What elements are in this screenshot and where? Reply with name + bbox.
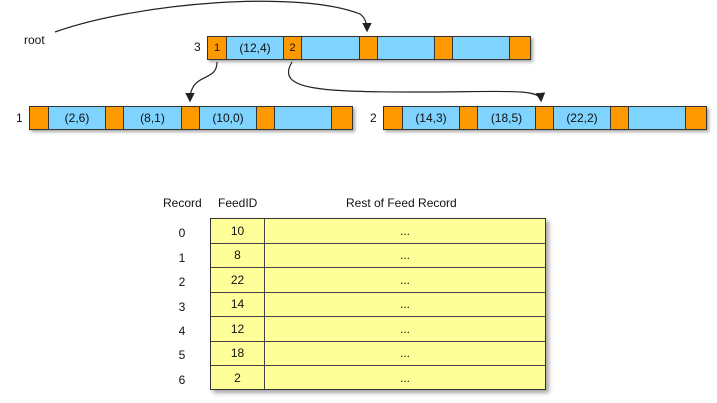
root-key-3 xyxy=(378,37,435,59)
right-node: (14,3) (18,5) (22,2) xyxy=(383,106,707,130)
table-row: 22 ... xyxy=(211,268,545,293)
root-key-2 xyxy=(302,37,360,59)
right-pointer-3 xyxy=(536,107,554,129)
right-key-2: (18,5) xyxy=(478,107,536,129)
root-pointer-1: 1 xyxy=(208,37,227,59)
feed-id-cell: 14 xyxy=(211,292,265,316)
left-key-1: (2,6) xyxy=(49,107,106,129)
root-label: root xyxy=(24,33,45,47)
table-row: 10 ... xyxy=(211,219,545,244)
right-pointer-5 xyxy=(686,107,706,129)
left-child-arrow xyxy=(185,61,218,103)
table-row: 8 ... xyxy=(211,243,545,268)
table-row: 2 ... xyxy=(211,366,545,389)
right-key-3: (22,2) xyxy=(554,107,611,129)
record-number: 1 xyxy=(178,251,186,265)
header-feed-id: FeedID xyxy=(218,196,258,210)
root-pointer-2: 2 xyxy=(284,37,302,59)
feed-id-cell: 10 xyxy=(211,219,265,243)
root-pointer-1-label: 1 xyxy=(213,42,221,54)
root-pointer-3 xyxy=(360,37,378,59)
left-pointer-3 xyxy=(182,107,200,129)
rest-cell: ... xyxy=(399,346,410,361)
root-pointer-2-label: 2 xyxy=(289,42,296,54)
right-pointer-2 xyxy=(460,107,478,129)
root-pointer-4 xyxy=(435,37,453,59)
root-pointer-arrow xyxy=(54,0,372,33)
left-pointer-1 xyxy=(30,107,49,129)
root-node-id: 3 xyxy=(194,40,201,54)
left-pointer-5 xyxy=(332,107,352,129)
table-row: 18 ... xyxy=(211,341,545,366)
record-number: 2 xyxy=(178,275,186,289)
root-pointer-5 xyxy=(510,37,530,59)
record-number: 0 xyxy=(178,226,186,240)
right-key-1: (14,3) xyxy=(403,107,460,129)
right-pointer-1 xyxy=(384,107,403,129)
feed-id-cell: 2 xyxy=(211,366,265,389)
record-number: 4 xyxy=(178,324,186,338)
rest-cell: ... xyxy=(399,297,410,312)
feed-id-cell: 12 xyxy=(211,317,265,341)
table-row: 14 ... xyxy=(211,292,545,317)
table-row: 12 ... xyxy=(211,317,545,342)
record-number: 3 xyxy=(178,300,186,314)
right-node-id: 2 xyxy=(370,111,377,125)
root-key-4 xyxy=(453,37,510,59)
left-node: (2,6) (8,1) (10,0) xyxy=(29,106,353,130)
rest-cell: ... xyxy=(399,321,410,336)
root-node: 1 (12,4) 2 xyxy=(207,36,531,60)
header-record: Record xyxy=(163,196,202,210)
record-number: 5 xyxy=(178,348,186,362)
root-key-1: (12,4) xyxy=(227,37,284,59)
header-rest-of-record: Rest of Feed Record xyxy=(346,196,457,210)
left-node-id: 1 xyxy=(16,111,23,125)
feed-record-table: 10 ... 8 ... 22 ... 14 ... 12 ... 18 ...… xyxy=(210,218,546,390)
right-child-arrow xyxy=(287,61,546,103)
left-key-4 xyxy=(275,107,332,129)
rest-cell: ... xyxy=(399,223,410,238)
rest-cell: ... xyxy=(399,272,410,287)
right-key-4 xyxy=(629,107,686,129)
left-key-2: (8,1) xyxy=(124,107,182,129)
right-pointer-4 xyxy=(611,107,629,129)
rest-cell: ... xyxy=(399,248,410,263)
feed-id-cell: 18 xyxy=(211,341,265,365)
left-pointer-4 xyxy=(257,107,275,129)
rest-cell: ... xyxy=(399,370,410,385)
feed-id-cell: 22 xyxy=(211,268,265,292)
left-key-3: (10,0) xyxy=(200,107,257,129)
record-number: 6 xyxy=(178,373,186,387)
left-pointer-2 xyxy=(106,107,124,129)
feed-id-cell: 8 xyxy=(211,243,265,267)
